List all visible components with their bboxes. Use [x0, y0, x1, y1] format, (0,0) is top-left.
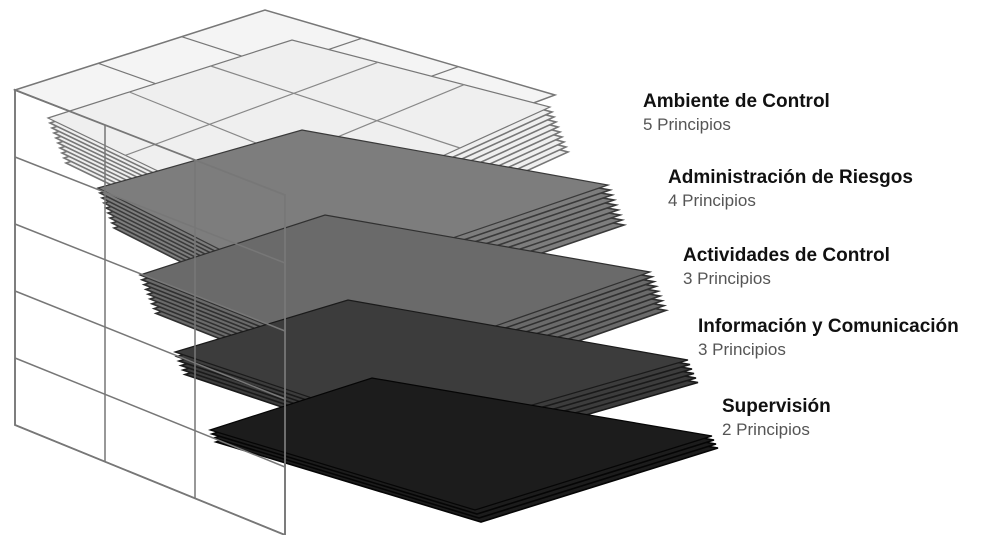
layer-stack-5 [207, 377, 719, 523]
component-name: Actividades de Control [683, 245, 890, 266]
component-label-ambiente-de-control: Ambiente de Control 5 Principios [643, 91, 830, 134]
component-principles: 2 Principios [722, 419, 810, 439]
cube-horizontal-grid-line [14, 357, 286, 468]
layer-grid-line [210, 65, 461, 149]
cube-left-face-outline [14, 88, 286, 535]
component-name: Administración de Riesgos [668, 167, 913, 188]
cube-horizontal-grid-line [14, 290, 286, 400]
component-principles: 3 Principios [698, 339, 786, 359]
layer-sheet [207, 377, 713, 511]
component-layer-stacks [46, 39, 719, 523]
layer-grid-line [125, 61, 379, 156]
control-cube-front-grid [14, 88, 286, 535]
component-name: Información y Comunicación [698, 316, 959, 337]
component-label-administracion-de-riesgos: Administración de Riesgos 4 Principios [668, 167, 913, 210]
component-name: Ambiente de Control [643, 91, 830, 112]
cube-horizontal-grid-line [14, 223, 286, 332]
component-principles: 3 Principios [683, 268, 771, 288]
component-principles: 4 Principios [668, 190, 756, 210]
component-label-informacion-y-comunicacion: Información y Comunicación 3 Principios [698, 316, 959, 359]
component-label-actividades-de-control: Actividades de Control 3 Principios [683, 245, 890, 288]
component-name: Supervisión [722, 396, 831, 417]
component-principles: 5 Principios [643, 114, 731, 134]
cube-horizontal-grid-line [14, 156, 286, 264]
component-label-supervision: Supervisión 2 Principios [722, 396, 831, 439]
